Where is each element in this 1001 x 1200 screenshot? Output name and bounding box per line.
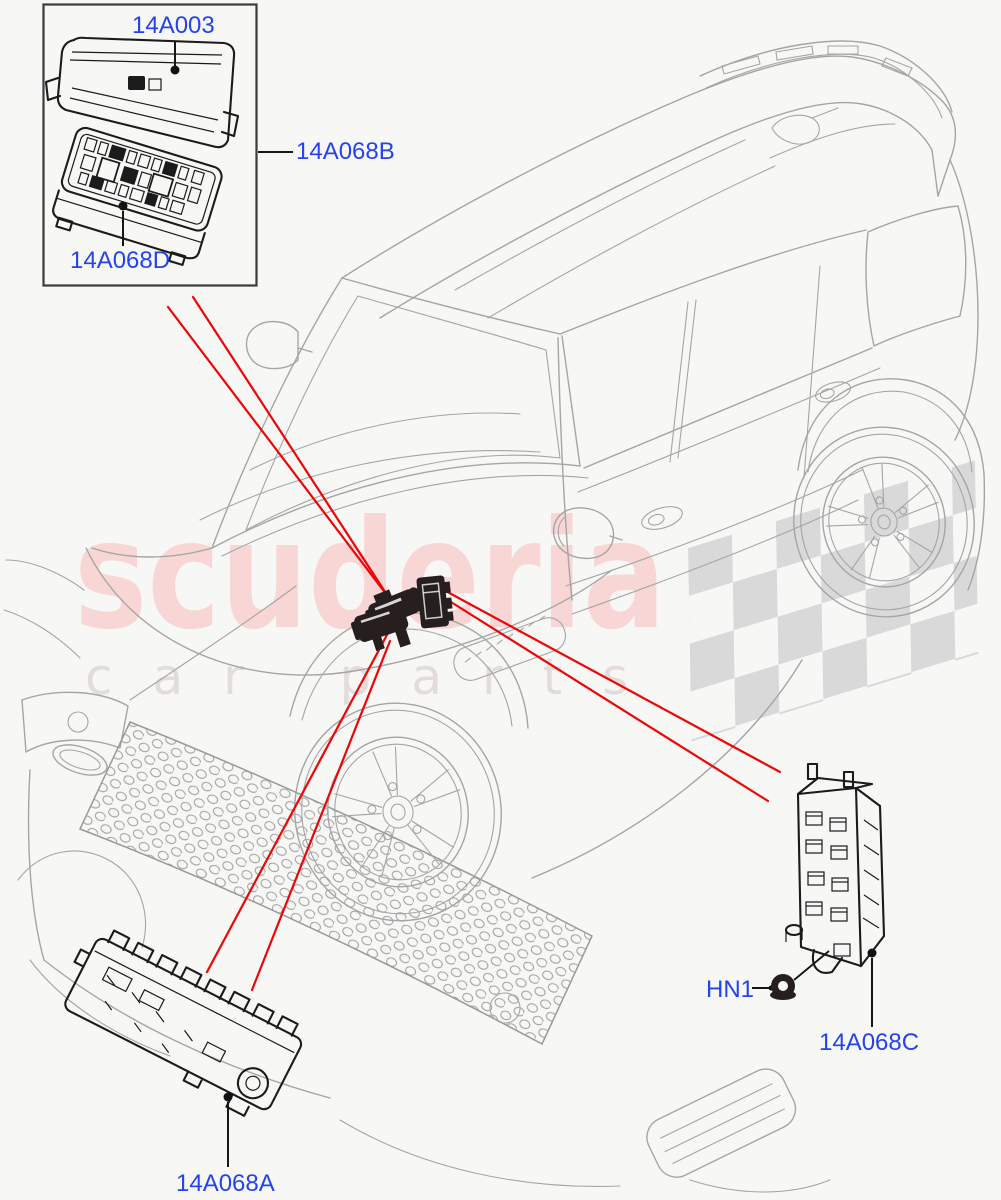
label-14A068B[interactable]: 14A068B [296,138,395,165]
fusebox-cover-icon[interactable] [44,36,240,149]
windshield [211,277,589,557]
brand-badge [52,744,108,776]
rear-wheel [793,378,986,618]
far-side-mirror [245,321,313,370]
junction-module-icon[interactable] [47,921,309,1124]
label-14A068A[interactable]: 14A068A [176,1170,275,1197]
front-wheel [289,612,529,922]
label-HN1[interactable]: HN1 [706,976,755,1003]
relay-bracket-icon[interactable] [350,575,454,659]
side-mirror [553,507,623,559]
door-handles [641,381,851,530]
label-14A068C[interactable]: 14A068C [819,1029,920,1056]
rear-quarter-window [865,205,967,347]
label-14A068D[interactable]: 14A068D [70,247,171,274]
watermark: scuderia car parts [74,460,979,742]
callout-lines [166,295,782,992]
checkered-flag-icon [688,460,979,742]
nut-icon[interactable] [752,950,830,1000]
roof-rails [699,40,953,119]
grille [78,721,593,1046]
fog-lamp-slot [646,1068,797,1178]
inset-box [42,3,293,287]
leader-lines [223,948,877,1167]
door-sill-trim [453,615,567,681]
label-14A003[interactable]: 14A003 [132,12,215,39]
rear-junction-box-icon[interactable] [784,762,886,974]
antenna-fin [771,107,839,145]
vehicle-outline [3,40,986,1193]
